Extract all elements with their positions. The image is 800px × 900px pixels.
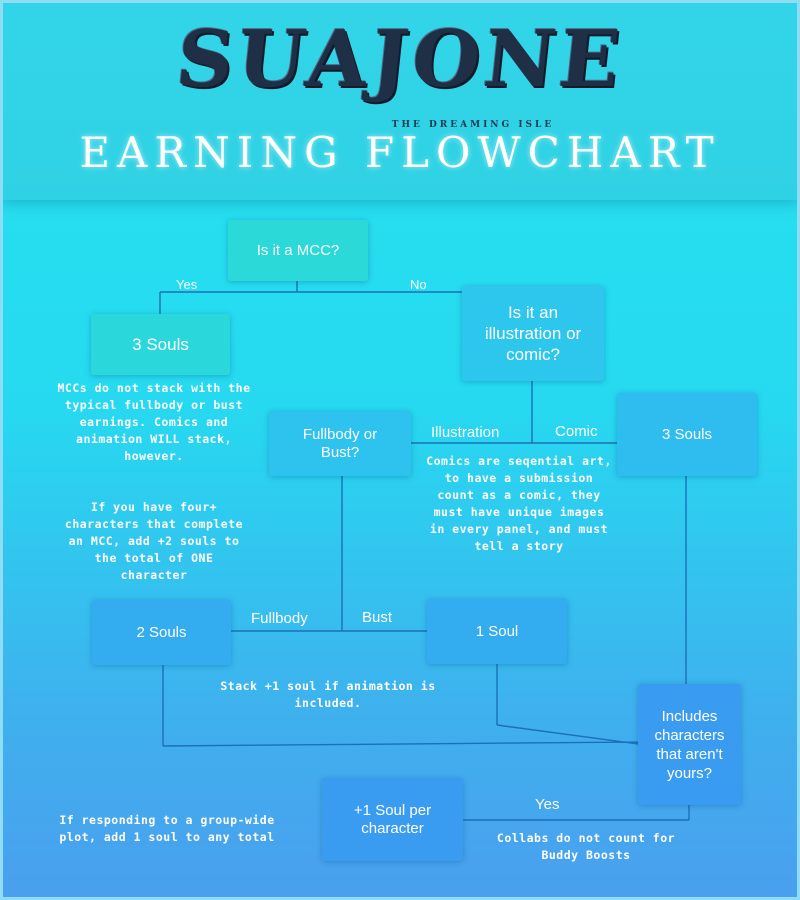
- node-plus-one-soul-label: +1 Soul per character: [353, 801, 432, 837]
- edge-label-fullbody: Fullbody: [251, 610, 308, 627]
- node-is-mcc: Is it a MCC?: [228, 220, 368, 281]
- note-comic-definition: Comics are seqential art, to have a subm…: [426, 454, 612, 553]
- node-comic-souls-label: 3 Souls: [661, 426, 713, 443]
- logo-tagline: THE DREAMING ISLE: [391, 120, 555, 130]
- edge-label-bust: Bust: [362, 609, 393, 626]
- node-plus-one-soul: +1 Soul per character: [322, 778, 463, 861]
- header-banner: [0, 0, 800, 200]
- node-one-soul-label: 1 Soul: [475, 623, 519, 640]
- node-is-illustration: Is it an illustration or comic?: [462, 286, 604, 381]
- node-fullbody-or-bust: Fullbody or Bust?: [269, 411, 411, 476]
- note-collabs: Collabs do not count for Buddy Boosts: [496, 831, 676, 862]
- node-is-mcc-label: Is it a MCC?: [256, 242, 340, 259]
- edge-label-yes-2: Yes: [535, 796, 560, 813]
- node-comic-souls: 3 Souls: [617, 393, 757, 476]
- edge-label-no: No: [410, 277, 427, 292]
- note-group-plot: If responding to a group-wide plot, add …: [59, 813, 275, 844]
- note-animation: Stack +1 soul if animation is included.: [220, 679, 436, 710]
- note-mcc-stack: MCCs do not stack with the typical fullb…: [57, 381, 251, 463]
- node-is-illustration-label: Is it an illustration or comic?: [484, 303, 582, 364]
- node-includes-characters-label: Includes characters that aren't yours?: [654, 707, 725, 782]
- node-mcc-souls: 3 Souls: [91, 314, 230, 375]
- page-title: EARNING FLOWCHART: [79, 128, 721, 177]
- node-one-soul: 1 Soul: [427, 599, 567, 664]
- edge-label-illustration: Illustration: [431, 424, 500, 441]
- connector: [496, 724, 639, 745]
- note-four-characters: If you have four+ characters that comple…: [64, 500, 244, 582]
- node-two-souls-label: 2 Souls: [136, 624, 187, 641]
- edge-label-yes: Yes: [176, 277, 198, 292]
- node-fullbody-or-bust-label: Fullbody or Bust?: [302, 425, 378, 461]
- node-includes-characters: Includes characters that aren't yours?: [638, 684, 741, 805]
- connector: [162, 741, 639, 747]
- node-mcc-souls-label: 3 Souls: [132, 334, 189, 354]
- node-two-souls: 2 Souls: [92, 600, 231, 665]
- edge-label-comic: Comic: [555, 423, 598, 440]
